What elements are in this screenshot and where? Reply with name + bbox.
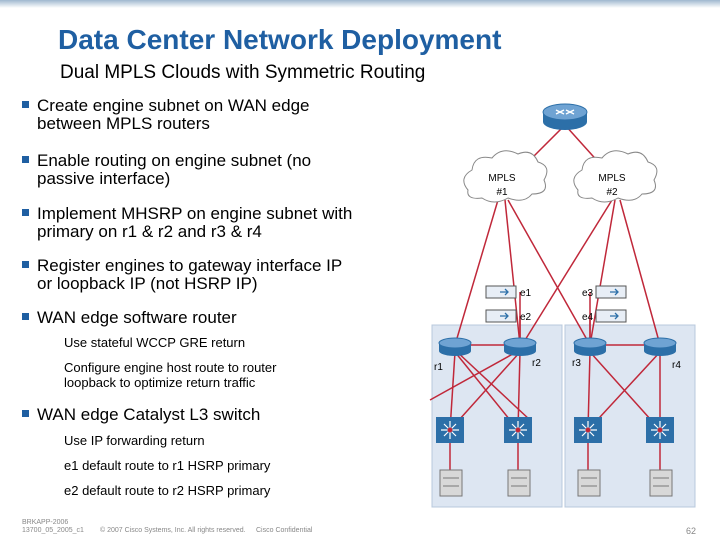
slide-title: Data Center Network Deployment [58, 24, 502, 55]
subbullet-ip-forwarding: Use IP forwarding return [64, 433, 205, 448]
footer-confidential: Cisco Confidential [256, 527, 313, 534]
r1-label: r1 [434, 362, 443, 373]
mpls2-number: #2 [606, 187, 618, 198]
bullet-marker [22, 261, 29, 268]
switch-4-icon [646, 417, 674, 443]
bullet-marker [22, 209, 29, 216]
router-r3-icon: r3 [572, 337, 607, 369]
r2-label: r2 [532, 358, 541, 369]
bullet-text-cont: primary on r1 & r2 and r3 & r4 [37, 222, 262, 241]
subbullet-host-route: Configure engine host route to router [64, 360, 277, 375]
page-number: 62 [685, 526, 696, 536]
bullet-text-cont: between MPLS routers [37, 114, 210, 133]
bullet-marker [22, 156, 29, 163]
subbullet-e2-route: e2 default route to r2 HSRP primary [64, 483, 271, 498]
switch-1-icon [436, 417, 464, 443]
slide-subtitle: Dual MPLS Clouds with Symmetric Routing [60, 62, 426, 83]
mpls2-label: MPLS [598, 173, 626, 184]
router-r4-icon: r4 [643, 337, 681, 371]
e3-label: e3 [582, 288, 594, 299]
engine-e2-icon: e2 [485, 309, 532, 323]
router-r2-icon: r2 [503, 337, 541, 369]
mpls1-label: MPLS [488, 173, 516, 184]
footer-code-2: 13700_05_2005_c1 [22, 527, 84, 534]
bullet-marker [22, 410, 29, 417]
core-router-icon [542, 103, 588, 130]
e2-label: e2 [520, 312, 532, 323]
engine-e1-icon: e1 [485, 285, 532, 299]
bullet-text-cont: passive interface) [37, 169, 171, 188]
mpls-cloud-1-icon: MPLS #1 [463, 150, 548, 203]
subbullet-e1-route: e1 default route to r1 HSRP primary [64, 458, 271, 473]
footer-copyright: © 2007 Cisco Systems, Inc. All rights re… [100, 527, 246, 534]
engine-e4-icon: e4 [582, 309, 627, 323]
footer-code-1: BRKAPP-2006 [22, 519, 69, 526]
server-1-icon [439, 469, 463, 497]
engine-e3-icon: e3 [582, 285, 627, 299]
bullet-text: Register engines to gateway interface IP [37, 256, 343, 275]
r4-label: r4 [672, 360, 681, 371]
mpls1-number: #1 [496, 187, 508, 198]
bullet-text-cont: or loopback IP (not HSRP IP) [37, 274, 258, 293]
bullet-text: Implement MHSRP on engine subnet with [37, 204, 353, 223]
switch-2-icon [504, 417, 532, 443]
bullet-text: WAN edge Catalyst L3 switch [37, 405, 261, 424]
switch-3-icon [574, 417, 602, 443]
server-4-icon [649, 469, 673, 497]
bullet-text: Enable routing on engine subnet (no [37, 151, 312, 170]
mpls-cloud-2-icon: MPLS #2 [573, 150, 658, 203]
subbullet-wccp-gre: Use stateful WCCP GRE return [64, 335, 246, 350]
server-3-icon [577, 469, 601, 497]
bullet-marker [22, 101, 29, 108]
bullet-text: Create engine subnet on WAN edge [37, 96, 310, 115]
footer-code: BRKAPP-2006 13700_05_2005_c1 [22, 519, 84, 535]
switch-icons [436, 417, 674, 443]
e4-label: e4 [582, 312, 594, 323]
subbullet-host-route-cont: loopback to optimize return traffic [64, 375, 256, 390]
router-r1-icon: r1 [434, 337, 472, 373]
server-2-icon [507, 469, 531, 497]
r3-label: r3 [572, 358, 581, 369]
e1-label: e1 [520, 288, 532, 299]
server-icons [439, 469, 673, 497]
header-bar [0, 0, 720, 8]
bullet-marker [22, 313, 29, 320]
bullet-text: WAN edge software router [37, 308, 237, 327]
